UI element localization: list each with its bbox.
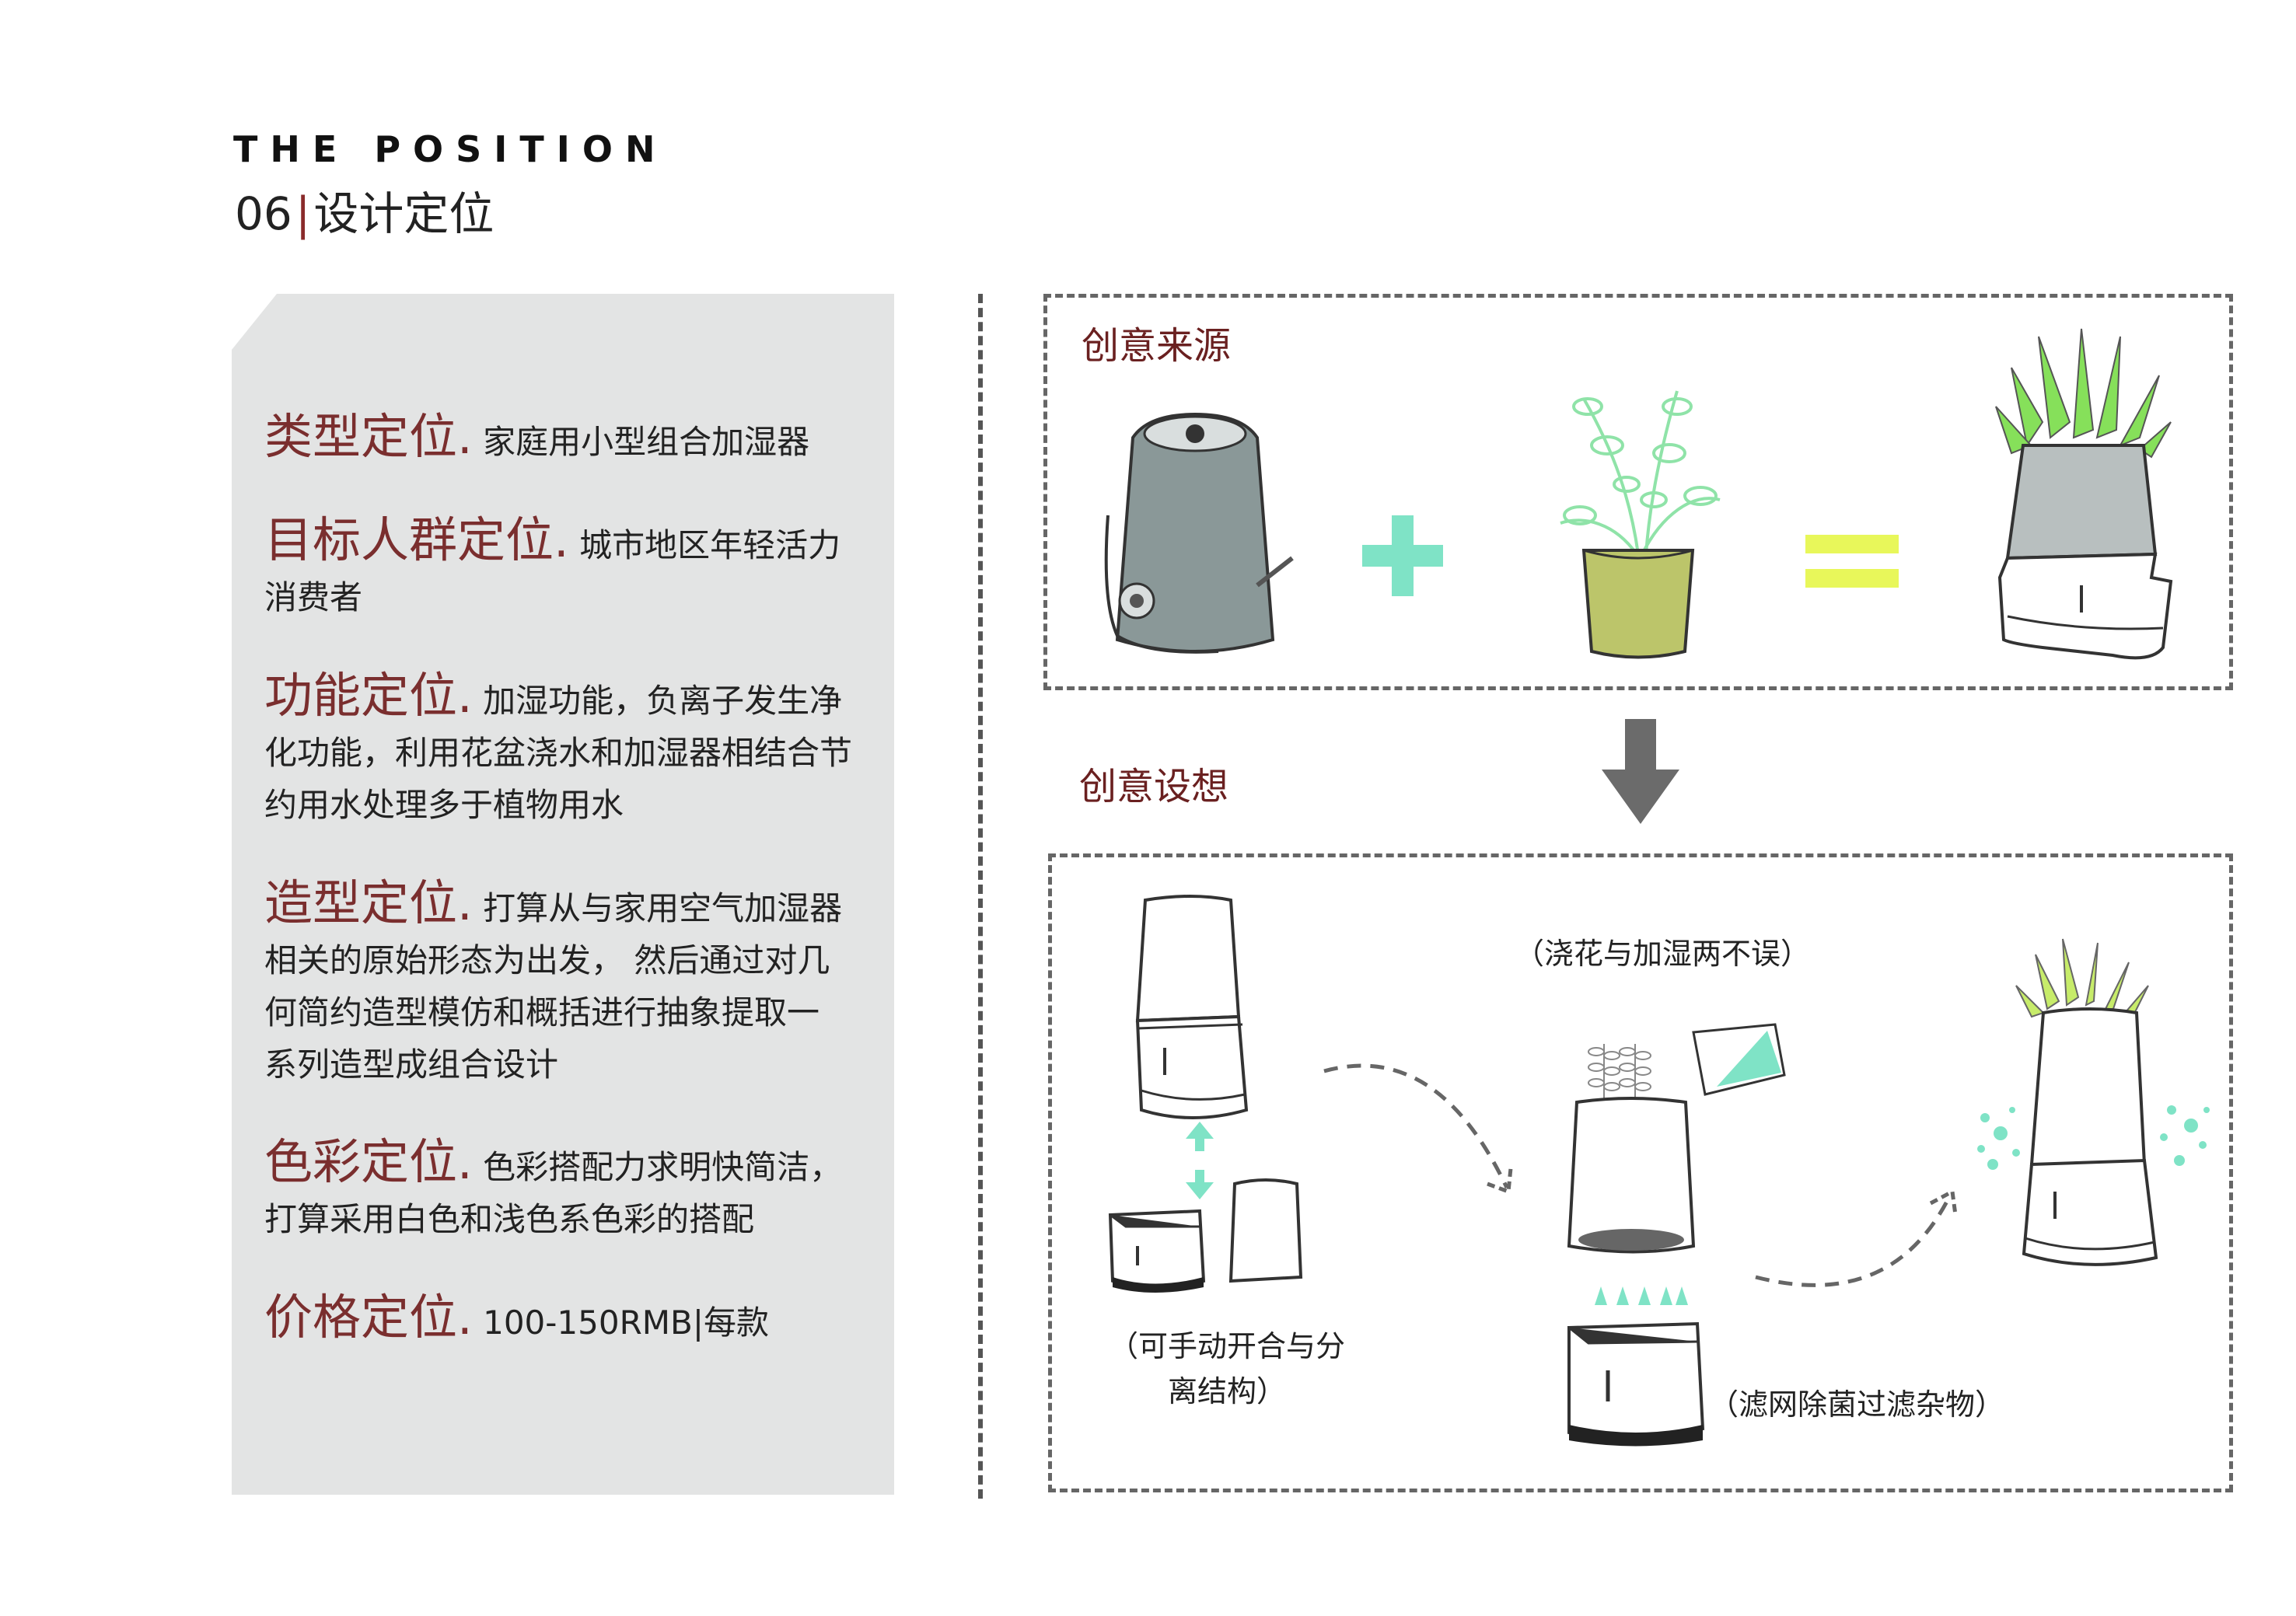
- item-text: 消费者: [264, 578, 363, 616]
- header-title-zh: 06|设计定位: [235, 177, 494, 243]
- creative-idea-title: 创意设想: [1079, 765, 1229, 808]
- positioning-panel: 类型定位. 家庭用小型组合加湿器 目标人群定位. 城市地区年轻活力 消费者 功能…: [232, 294, 894, 1495]
- target-group-positioning: 目标人群定位. 城市地区年轻活力 消费者: [264, 514, 886, 623]
- separated-planter-icon: [1228, 1178, 1303, 1283]
- water-card-icon: [1692, 1023, 1786, 1096]
- item-text: 加湿功能，负离子发生净: [483, 682, 843, 720]
- item-title: 造型定位: [264, 874, 458, 931]
- item-text: 色彩搭配力求明快简洁，: [483, 1148, 843, 1186]
- section-title: 设计定位: [313, 187, 494, 240]
- planter-humidifier-icon: [1995, 328, 2173, 660]
- caption-watering-humidifying: （浇花与加湿两不误）: [1514, 937, 1810, 971]
- item-text: 打算从与家用空气加湿器: [483, 889, 843, 927]
- mist-icon: [1595, 1286, 1688, 1305]
- final-product-icon: [1977, 938, 2210, 1266]
- item-text: 相关的原始形态为出发， 然后通过对几: [264, 941, 830, 979]
- creative-idea-box: （可手动开合与分离结构） （浇花与加湿两不误）: [1048, 853, 2233, 1492]
- caption-separable-structure: （可手动开合与分离结构）: [1108, 1329, 1345, 1408]
- item-text: 城市地区年轻活力: [579, 526, 841, 564]
- item-text: 系列造型成组合设计: [264, 1045, 559, 1084]
- potted-plant-icon: [1560, 390, 1721, 659]
- up-down-arrow-icon: [1186, 1122, 1214, 1199]
- down-arrow-icon: [1602, 719, 1679, 824]
- planter-with-filter-icon: [1567, 1044, 1696, 1254]
- creative-source-title: 创意来源: [1082, 324, 1232, 368]
- section-number: 06: [235, 187, 292, 240]
- shape-positioning: 造型定位. 打算从与家用空气加湿器 相关的原始形态为出发， 然后通过对几 何简约…: [264, 877, 886, 1091]
- item-text: 家庭用小型组合加湿器: [483, 423, 810, 461]
- plus-icon: [1362, 515, 1443, 596]
- item-title: 目标人群定位: [264, 511, 554, 568]
- type-positioning: 类型定位. 家庭用小型组合加湿器: [264, 408, 810, 465]
- humidifier-icon: [1104, 412, 1294, 654]
- header-title-en: THE POSITION: [233, 128, 668, 170]
- item-text: 约用水处理多于植物用水: [264, 786, 624, 824]
- assembled-device-icon: [1135, 895, 1249, 1119]
- item-title: 功能定位: [264, 667, 458, 724]
- caption-filter-sterilization: （滤网除菌过滤杂物）: [1708, 1387, 2004, 1422]
- item-text: 化功能，利用花盆浇水和加湿器相结合节: [264, 734, 853, 772]
- separated-base-icon: [1108, 1209, 1206, 1293]
- item-text: 打算采用白色和浅色系色彩的搭配: [264, 1200, 755, 1238]
- section-separator: |: [295, 187, 311, 240]
- function-positioning: 功能定位. 加湿功能，负离子发生净 化功能，利用花盆浇水和加湿器相结合节 约用水…: [264, 669, 886, 831]
- price-positioning: 价格定位. 100-150RMB|每款: [264, 1289, 769, 1346]
- item-title: 类型定位: [264, 408, 458, 465]
- vertical-divider: [978, 294, 983, 1499]
- creative-source-box: 创意来源: [1043, 294, 2233, 690]
- dashed-curve-arrow-icon: [1755, 1188, 1958, 1287]
- equals-icon: [1805, 535, 1899, 588]
- item-title: 价格定位: [264, 1289, 458, 1346]
- color-positioning: 色彩定位. 色彩搭配力求明快简洁， 打算采用白色和浅色系色彩的搭配: [264, 1136, 886, 1245]
- item-text: 100-150RMB|每款: [483, 1304, 769, 1342]
- dashed-curve-arrow-icon: [1323, 1063, 1513, 1195]
- item-title: 色彩定位: [264, 1133, 458, 1190]
- humidifier-base-icon: [1567, 1321, 1705, 1447]
- item-text: 何简约造型模仿和概括进行抽象提取一: [264, 993, 820, 1031]
